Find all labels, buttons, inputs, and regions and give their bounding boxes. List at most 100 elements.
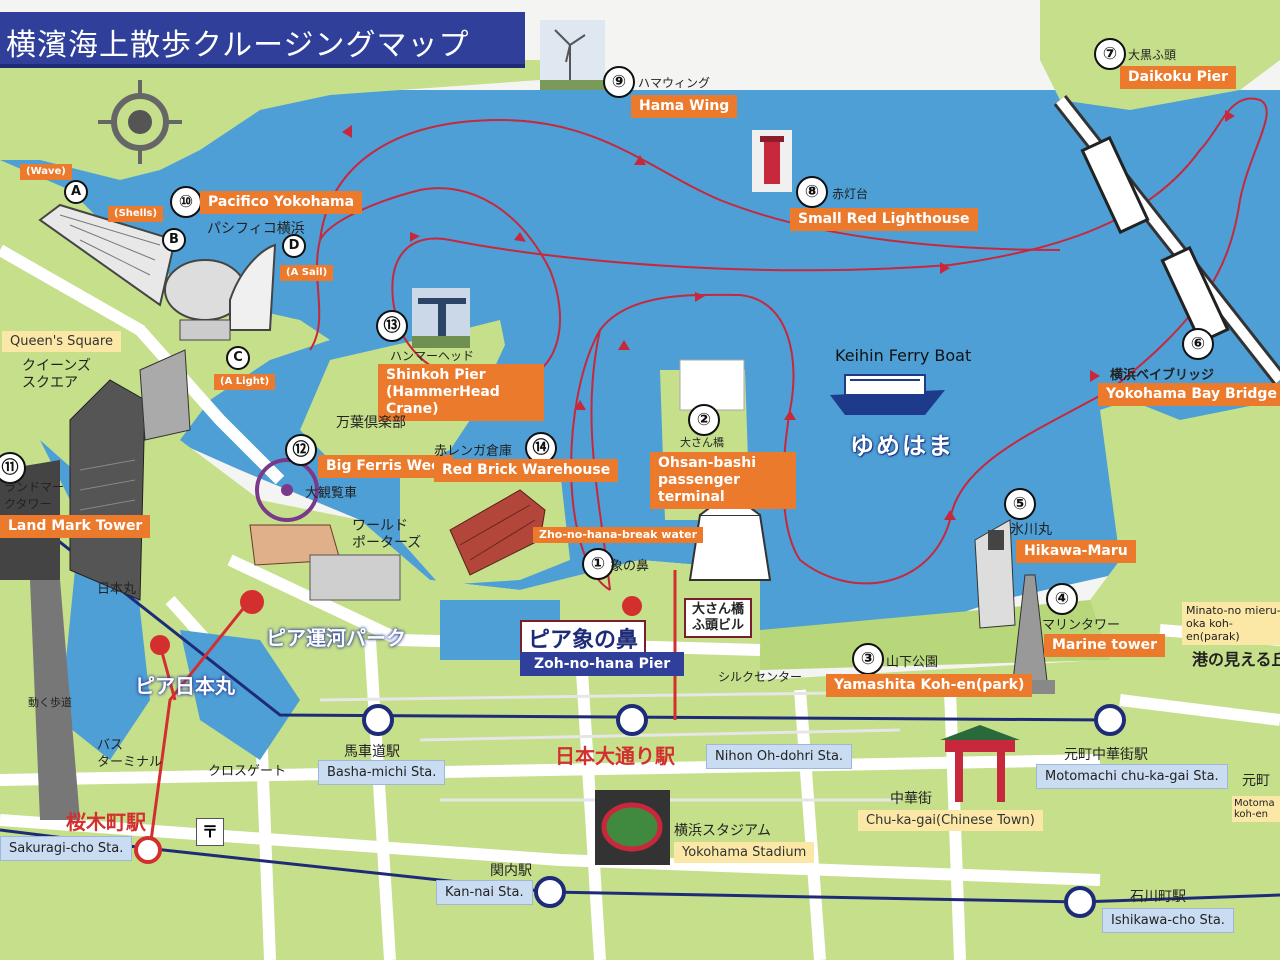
post-office-icon: 〒	[196, 818, 224, 846]
motomachi-partial-label: Motoma koh-en	[1232, 796, 1280, 822]
motomachi-jp: 元町中華街駅	[1064, 747, 1148, 763]
red-brick-warehouse-icon	[449, 489, 546, 576]
spot-5-label[interactable]: Hikawa-Maru	[1016, 540, 1136, 563]
spot-2-jp: 大さん橋	[680, 436, 724, 449]
pier-zonohana-jp[interactable]: ピア象の鼻	[520, 620, 647, 656]
spot-9-label[interactable]: Hama Wing	[631, 95, 738, 118]
spot-5-jp: 氷川丸	[1010, 522, 1052, 538]
daisanbashi-building-label: 大さん橋 ふ頭ビル	[684, 598, 753, 638]
moving-walkway-label: 動く歩道	[28, 696, 72, 709]
spot-9-number: ⑨	[603, 66, 635, 98]
spot-4-number: ④	[1046, 583, 1078, 615]
spot-11-label[interactable]: Land Mark Tower	[0, 515, 151, 538]
map-title: 横濱海上散歩クルージングマップ	[6, 28, 470, 63]
stadium-label[interactable]: Yokohama Stadium	[674, 842, 815, 863]
minato-label[interactable]: Minato-no mieru-oka koh-en(parak)	[1182, 602, 1280, 645]
motomachi-label[interactable]: Motomachi chu-ka-gai Sta.	[1036, 764, 1228, 789]
spot-12-jp: 大観覧車	[305, 486, 358, 501]
bay-bridge-icon	[1053, 95, 1280, 385]
silk-center-label: シルクセンター	[718, 670, 803, 684]
basha-michi-label[interactable]: Basha-michi Sta.	[318, 760, 446, 785]
spot-7-jp: 大黒ふ頭	[1128, 48, 1177, 62]
spot-10-jp: パシフィコ横浜	[207, 221, 305, 237]
spot-12-label[interactable]: Big Ferris Weel	[318, 455, 454, 478]
pacifico-c-letter: C	[226, 346, 250, 370]
compass-icon	[98, 80, 182, 164]
spot-6-jp: 横浜ベイブリッジ	[1110, 368, 1215, 383]
pier-zonohana-en[interactable]: Zoh-no-hana Pier	[520, 652, 685, 676]
ferry-name-jp: ゆめはま	[850, 432, 954, 460]
nihon-odori-label[interactable]: Nihon Oh-dohri Sta.	[706, 744, 853, 769]
spot-1-jp: 象の鼻	[610, 559, 650, 574]
pacifico-d-label: (A Sail)	[280, 265, 334, 281]
hikawa-maru-icon	[974, 519, 1016, 629]
spot-1-label[interactable]: Zho-no-hana-break water	[533, 527, 704, 543]
pacifico-d-letter: D	[282, 234, 306, 258]
spot-3-label[interactable]: Yamashita Koh-en(park)	[826, 674, 1033, 697]
spot-14-number: ⑭	[525, 432, 557, 464]
pacifico-a-label: (Wave)	[20, 164, 72, 180]
sakuragi-cho-label[interactable]: Sakuragi-cho Sta.	[0, 836, 133, 861]
spot-7-number: ⑦	[1094, 38, 1126, 70]
queens-square-jp: クイーンズ スクエア	[22, 358, 92, 391]
spot-8-number: ⑧	[796, 176, 828, 208]
bus-terminal-label: バス ターミナル	[97, 738, 163, 770]
spot-13-jp: ハンマーヘッド	[390, 349, 475, 363]
spot-8-label[interactable]: Small Red Lighthouse	[790, 208, 978, 231]
station-dots	[134, 704, 1126, 918]
chinatown-gate-icon	[940, 725, 1020, 802]
ferry-name: Keihin Ferry Boat	[835, 346, 972, 365]
spot-10-label[interactable]: Pacifico Yokohama	[200, 191, 363, 214]
pier-nipponmaru-label[interactable]: ピア日本丸	[135, 674, 235, 698]
pacifico-b-letter: B	[162, 228, 186, 252]
spot-2-number: ②	[688, 404, 720, 436]
nihon-odori-jp: 日本大通り駅	[555, 744, 675, 768]
stadium-jp: 横浜スタジアム	[674, 823, 772, 839]
spot-7-label[interactable]: Daikoku Pier	[1120, 66, 1237, 89]
minato-jp: 港の見える丘	[1192, 650, 1280, 669]
lighthouse-icon	[752, 130, 792, 192]
spot-4-label[interactable]: Marine tower	[1044, 634, 1166, 657]
hammerhead-crane-icon	[412, 288, 470, 348]
ferry-boat-icon	[830, 374, 945, 415]
pier-unga-park-label[interactable]: ピア運河パーク	[266, 626, 406, 650]
world-porters-label: ワールド ポーターズ	[352, 518, 422, 551]
world-porters-icon	[309, 554, 401, 601]
spot-4-jp: マリンタワー	[1042, 618, 1121, 633]
kannai-label[interactable]: Kan-nai Sta.	[436, 880, 533, 905]
chinatown-jp: 中華街	[890, 791, 932, 807]
queens-square-label[interactable]: Queen's Square	[2, 331, 121, 352]
landmark-towers	[0, 349, 191, 601]
ishikawa-cho-label[interactable]: Ishikawa-cho Sta.	[1102, 908, 1234, 933]
spot-13-number: ⑬	[376, 310, 408, 342]
spot-6-label[interactable]: Yokohama Bay Bridge	[1098, 383, 1280, 406]
spot-8-jp: 赤灯台	[832, 187, 869, 201]
spot-12-number: ⑫	[285, 434, 317, 466]
ishikawa-cho-jp: 石川町駅	[1130, 889, 1186, 905]
kannai-jp: 関内駅	[490, 863, 532, 879]
spot-11-number: ⑪	[0, 452, 26, 484]
sakuragi-cho-jp: 桜木町駅	[66, 810, 146, 834]
spot-14-jp: 赤レンガ倉庫	[434, 444, 513, 459]
spot-6-number: ⑥	[1182, 328, 1214, 360]
chinatown-label[interactable]: Chu-ka-gai(Chinese Town)	[858, 810, 1043, 831]
spot-10-number: ⑩	[170, 186, 202, 218]
spot-3-number: ③	[852, 643, 884, 675]
basha-michi-jp: 馬車道駅	[344, 744, 400, 760]
pacifico-buildings	[38, 203, 277, 341]
pacifico-b-label: (Shells)	[108, 206, 164, 222]
spot-14-label[interactable]: Red Brick Warehouse	[434, 459, 619, 482]
spot-9-jp: ハマウィング	[638, 76, 711, 90]
title-bar	[0, 12, 525, 68]
pacifico-c-label: (A Light)	[214, 374, 276, 390]
motomachi-partial-jp: 元町	[1242, 773, 1270, 789]
pacifico-a-letter: A	[64, 180, 88, 204]
bankoku-label: 万葉倶楽部	[336, 415, 406, 431]
spot-2-label[interactable]: Ohsan-bashi passenger terminal	[650, 452, 796, 509]
spot-1-number: ①	[582, 548, 614, 580]
stadium-icon	[595, 790, 670, 865]
crossgate-label: クロスゲート	[208, 764, 287, 779]
spot-13-label[interactable]: Shinkoh Pier (HammerHead Crane)	[378, 364, 544, 421]
